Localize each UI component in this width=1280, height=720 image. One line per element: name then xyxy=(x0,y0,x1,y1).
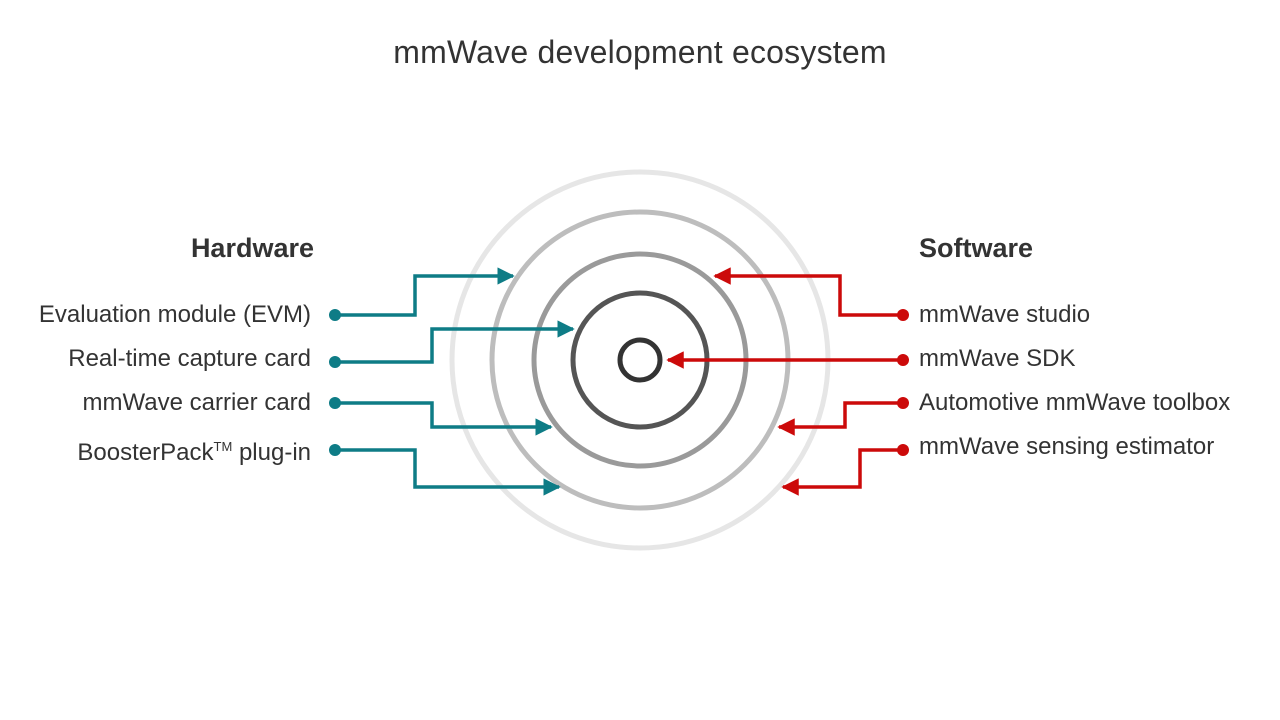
hardware-item-carrier-card: mmWave carrier card xyxy=(82,389,311,416)
software-item-sdk: mmWave SDK xyxy=(919,345,1076,372)
hardware-heading: Hardware xyxy=(190,233,314,263)
hw-arrow-boosterpack xyxy=(335,448,561,496)
hw-arrow-carrier-card xyxy=(335,401,553,436)
boosterpack-label: BoosterPack xyxy=(77,439,214,466)
software-item-toolbox: Automotive mmWave toolbox xyxy=(919,389,1231,416)
hw-arrow-evm xyxy=(335,267,515,317)
hardware-connectors xyxy=(329,267,575,496)
trademark-mark: TM xyxy=(213,439,233,454)
software-connectors xyxy=(666,267,909,496)
page-title: mmWave development ecosystem xyxy=(393,34,887,70)
hardware-item-evm: Evaluation module (EVM) xyxy=(38,301,311,328)
software-heading: Software xyxy=(919,233,1034,263)
sw-arrow-toolbox xyxy=(777,401,903,436)
boosterpack-tail: plug-in xyxy=(232,439,311,466)
hw-arrow-capture-card xyxy=(335,320,575,364)
software-item-estimator: mmWave sensing estimator xyxy=(919,433,1215,460)
hardware-item-boosterpack: BoosterPackTM plug-in xyxy=(77,432,311,468)
hardware-item-capture-card: Real-time capture card xyxy=(68,345,311,372)
sw-arrow-studio xyxy=(713,267,903,317)
sw-arrow-estimator xyxy=(781,448,903,496)
ring-center xyxy=(617,337,663,383)
software-item-studio: mmWave studio xyxy=(919,301,1091,328)
